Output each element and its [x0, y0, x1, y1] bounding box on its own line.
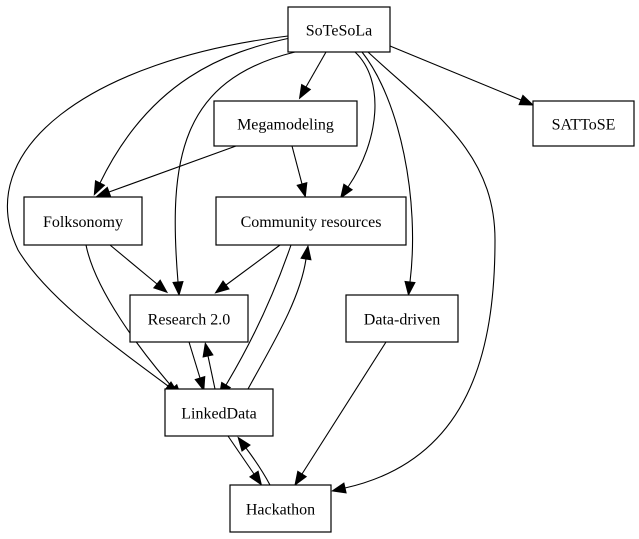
node-datadriven: Data-driven: [345, 294, 459, 343]
edge-datadriven-to-hackathon: [294, 341, 387, 487]
edge-line: [99, 37, 291, 184]
node-box: [532, 100, 635, 147]
arrowhead: [194, 375, 206, 392]
edge-linkeddata-to-hackathon: [227, 435, 263, 486]
node-folksonomy: Folksonomy: [23, 196, 143, 246]
node-sattose: SATToSE: [532, 100, 635, 147]
edge-line: [108, 145, 237, 193]
arrowhead: [404, 280, 416, 297]
node-label: Folksonomy: [43, 214, 123, 231]
edge-line: [245, 447, 271, 486]
edge-line: [225, 244, 281, 286]
arrowhead: [330, 482, 347, 494]
edge-line: [174, 51, 296, 283]
edges-layer: [6, 35, 535, 494]
arrowhead: [172, 281, 184, 297]
arrowhead: [237, 436, 251, 452]
edge-line: [344, 51, 496, 489]
node-community: Community resources: [215, 196, 407, 246]
node-box: [23, 196, 143, 246]
node-label: SATToSE: [552, 117, 616, 134]
node-hackathon: Hackathon: [229, 484, 332, 533]
node-box: [215, 196, 407, 246]
node-label: Data-driven: [364, 312, 440, 329]
edge-line: [109, 244, 158, 285]
arrowhead: [300, 244, 312, 261]
node-label: Community resources: [241, 214, 382, 231]
node-box: [164, 388, 274, 437]
arrowhead: [518, 94, 535, 106]
edge-megamodeling-to-community: [291, 145, 308, 198]
node-label: SoTeSoLa: [306, 23, 372, 40]
edge-folksonomy-to-research: [109, 244, 169, 294]
edge-line: [207, 355, 216, 390]
edge-line: [188, 341, 201, 379]
node-label: Hackathon: [246, 502, 315, 519]
node-linkeddata: LinkedData: [164, 388, 274, 437]
edge-sotesola-to-megamodeling: [298, 51, 327, 100]
edge-sotesola-to-community: [339, 51, 376, 199]
arrowhead: [214, 280, 230, 294]
edge-megamodeling-to-folksonomy: [95, 145, 237, 198]
node-label: Research 2.0: [148, 312, 231, 329]
node-box: [129, 294, 249, 343]
edge-hackathon-to-linkeddata: [237, 436, 271, 486]
arrowhead: [202, 341, 214, 358]
edge-line: [85, 244, 174, 389]
node-box: [213, 100, 358, 147]
edge-line: [361, 51, 414, 283]
edge-sotesola-to-datadriven: [361, 51, 416, 297]
node-label: LinkedData: [181, 406, 257, 423]
arrowhead: [298, 83, 312, 100]
arrowhead: [152, 279, 169, 294]
edge-linkeddata-to-research: [202, 341, 216, 390]
edge-community-to-research: [214, 244, 281, 294]
node-label: Megamodeling: [237, 117, 334, 134]
edge-line: [225, 244, 292, 386]
arrowhead: [294, 470, 308, 487]
edge-line: [305, 51, 327, 88]
node-box: [345, 294, 459, 343]
node-sotesola: SoTeSoLa: [287, 6, 391, 53]
arrowhead: [248, 470, 263, 486]
edge-linkeddata-to-community: [247, 244, 312, 390]
edge-line: [247, 258, 307, 390]
arrowhead: [339, 183, 354, 199]
edge-sotesola-to-sattose: [389, 45, 535, 106]
edge-line: [6, 35, 289, 387]
node-box: [229, 484, 332, 533]
edge-research-to-linkeddata: [188, 341, 206, 392]
edge-sotesola-to-hackathon: [330, 51, 496, 494]
edge-line: [291, 145, 303, 185]
edge-sotesola-to-research: [172, 51, 296, 297]
edge-line: [227, 435, 255, 475]
node-box: [287, 6, 391, 53]
edge-line: [389, 45, 522, 101]
edge-sotesola-to-folksonomy: [93, 37, 291, 196]
edge-line: [347, 51, 376, 188]
arrowhead: [93, 180, 106, 196]
arrowhead: [296, 182, 308, 198]
node-megamodeling: Megamodeling: [213, 100, 358, 147]
node-research: Research 2.0: [129, 294, 249, 343]
edge-line: [301, 341, 387, 475]
